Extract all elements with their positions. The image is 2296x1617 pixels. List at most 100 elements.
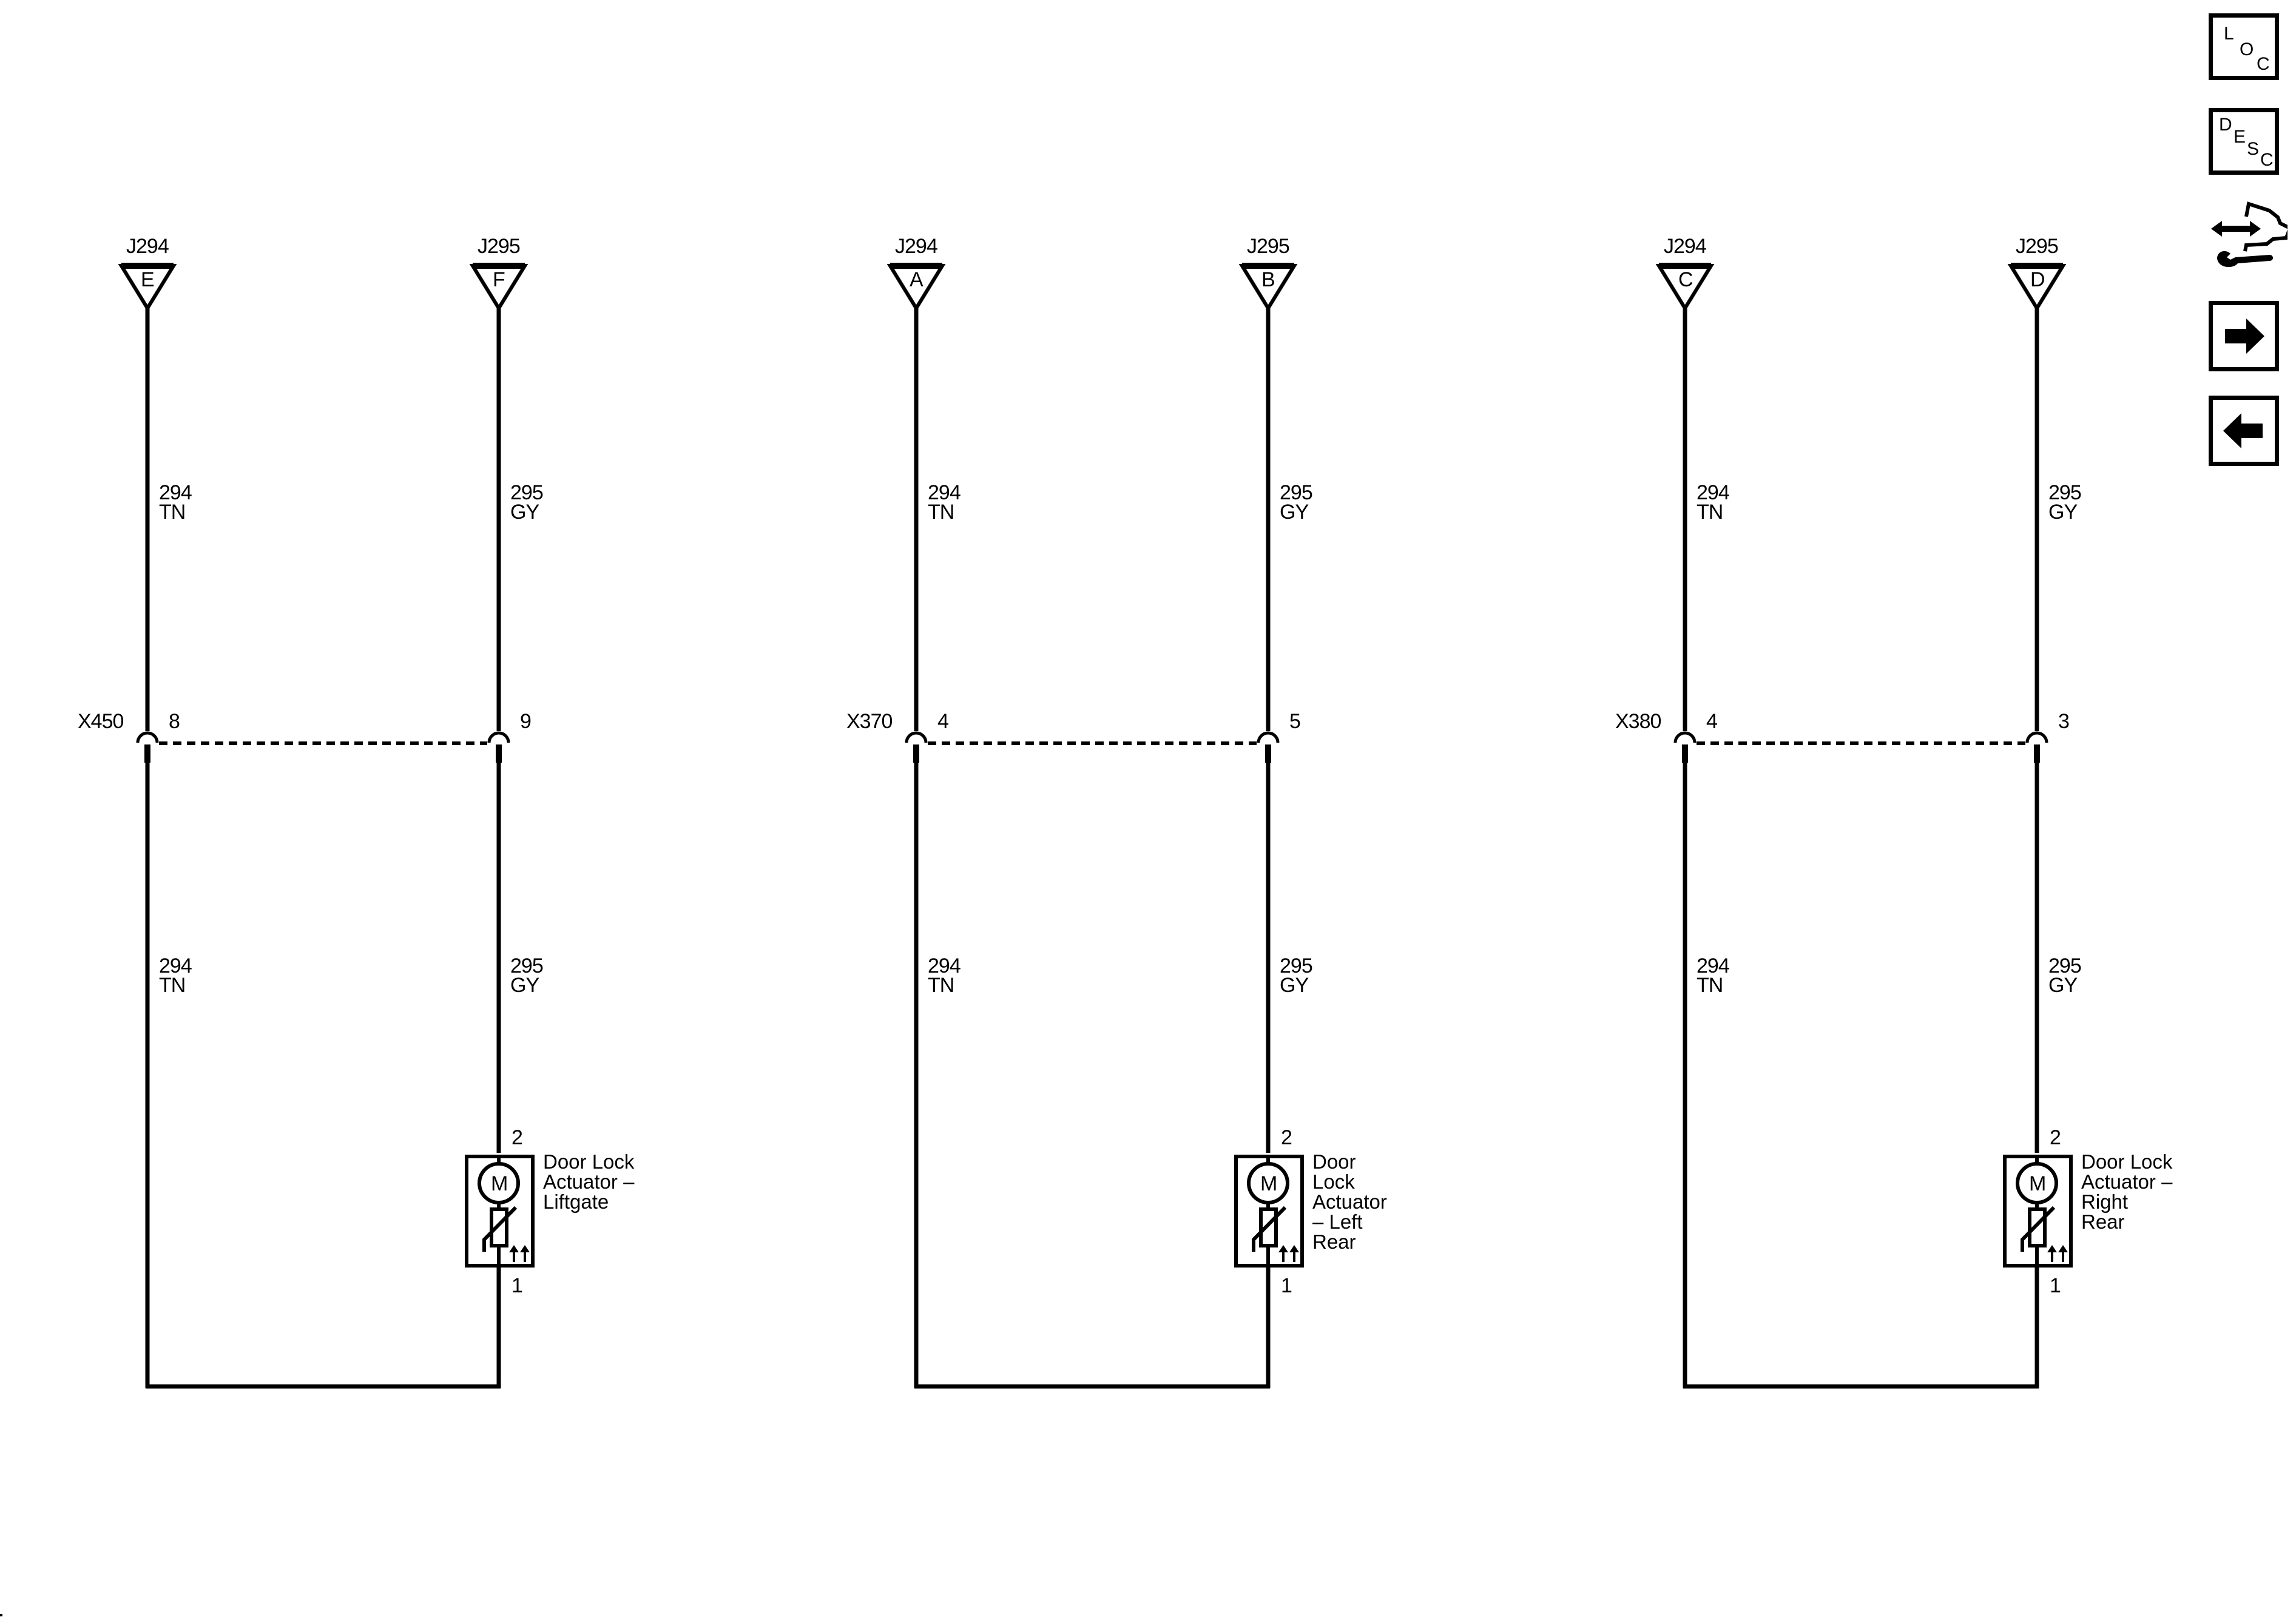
component-name: Actuator – bbox=[2081, 1170, 2173, 1193]
splice-terminal-icon[interactable]: A bbox=[886, 263, 946, 312]
loc-button[interactable]: L O C bbox=[2209, 13, 2279, 80]
splice-terminal-icon[interactable]: C bbox=[1655, 263, 1715, 312]
wire-color: GY bbox=[1280, 501, 1308, 524]
wire-circuit-number: 294 bbox=[159, 954, 192, 977]
splice-label: J294 bbox=[895, 235, 937, 258]
svg-text:M: M bbox=[1260, 1172, 1277, 1195]
splice-terminal-icon[interactable]: E bbox=[118, 263, 177, 312]
wire-circuit-number: 294 bbox=[928, 954, 961, 977]
splice-label: J295 bbox=[2016, 235, 2058, 258]
wire-circuit-number: 294 bbox=[928, 481, 961, 504]
component-name: Lock bbox=[1312, 1170, 1355, 1193]
svg-text:C: C bbox=[1678, 268, 1693, 291]
component-name: – Left bbox=[1312, 1210, 1363, 1233]
component-name: Door Lock bbox=[543, 1150, 635, 1173]
svg-text:M: M bbox=[2029, 1172, 2046, 1195]
wire-circuit-number: 295 bbox=[2048, 481, 2081, 504]
inline-connector-label: X370 bbox=[846, 710, 892, 733]
pin-number: 2 bbox=[512, 1126, 523, 1149]
circuit-left-rear: J294 J295 A B 294 TN 295 GY X370 4 5 bbox=[846, 235, 1387, 1389]
loc-letter: O bbox=[2240, 39, 2254, 59]
connector-end-view-button[interactable] bbox=[2209, 200, 2292, 285]
pin-number: 9 bbox=[520, 710, 532, 733]
pin-number: 4 bbox=[1706, 710, 1718, 733]
double-arrow-icon bbox=[509, 1245, 530, 1262]
splice-terminal-icon[interactable]: B bbox=[1238, 263, 1298, 312]
desc-button[interactable]: D E S C bbox=[2209, 108, 2279, 175]
splice-label: J295 bbox=[1247, 235, 1289, 258]
splice-label: J294 bbox=[126, 235, 169, 258]
circuit-right-rear: J294 J295 C D 294 TN 295 GY X380 4 3 bbox=[1615, 235, 2173, 1389]
wire-color: TN bbox=[928, 501, 954, 524]
next-page-button[interactable] bbox=[2209, 301, 2279, 371]
svg-text:M: M bbox=[491, 1172, 508, 1195]
arrow-right-icon bbox=[2225, 319, 2264, 354]
desc-letter: E bbox=[2234, 127, 2246, 147]
previous-page-button[interactable] bbox=[2209, 396, 2279, 466]
svg-text:E: E bbox=[141, 268, 155, 291]
pin-number: 5 bbox=[1289, 710, 1301, 733]
desc-letter: D bbox=[2219, 115, 2232, 135]
splice-label: J295 bbox=[478, 235, 520, 258]
pin-number: 1 bbox=[1281, 1274, 1292, 1297]
component-name: Door Lock bbox=[2081, 1150, 2173, 1173]
wire-color: GY bbox=[1280, 974, 1308, 997]
pin-number: 2 bbox=[2050, 1126, 2061, 1149]
door-lock-actuator-icon[interactable]: M bbox=[1234, 1155, 1304, 1268]
component-name: Door bbox=[1312, 1150, 1356, 1173]
wire-color: GY bbox=[510, 974, 539, 997]
connector-repair-icon bbox=[2211, 201, 2292, 268]
double-arrow-icon bbox=[1278, 1245, 1299, 1262]
wire-circuit-number: 295 bbox=[510, 481, 543, 504]
wire-color: TN bbox=[159, 501, 185, 524]
wire-circuit-number: 294 bbox=[1697, 481, 1729, 504]
component-name: Liftgate bbox=[543, 1190, 609, 1213]
inline-connector-icon[interactable] bbox=[1673, 731, 2048, 763]
component-name: Rear bbox=[1312, 1230, 1356, 1253]
pin-number: 1 bbox=[512, 1274, 523, 1297]
svg-text:A: A bbox=[910, 268, 923, 291]
wire-color: GY bbox=[2048, 974, 2077, 997]
pin-number: 8 bbox=[169, 710, 180, 733]
inline-connector-icon[interactable] bbox=[136, 731, 510, 763]
component-name: Actuator bbox=[1312, 1190, 1387, 1213]
door-lock-actuator-icon[interactable]: M bbox=[2003, 1155, 2073, 1268]
wire-color: TN bbox=[928, 974, 954, 997]
pin-number: 1 bbox=[2050, 1274, 2061, 1297]
wire-color: TN bbox=[159, 974, 185, 997]
wire-color: GY bbox=[510, 501, 539, 524]
wire-circuit-number: 295 bbox=[2048, 954, 2081, 977]
svg-text:D: D bbox=[2030, 268, 2045, 291]
pin-number: 3 bbox=[2058, 710, 2070, 733]
circuit-liftgate: J294 J295 E F 294 TN 295 GY X450 8 9 bbox=[78, 235, 635, 1389]
splice-terminal-icon[interactable]: F bbox=[469, 263, 528, 312]
inline-connector-label: X380 bbox=[1615, 710, 1661, 733]
wire-circuit-number: 294 bbox=[159, 481, 192, 504]
desc-letter: C bbox=[2260, 150, 2274, 170]
door-lock-actuator-icon[interactable]: M bbox=[465, 1155, 535, 1268]
pin-number: 2 bbox=[1281, 1126, 1292, 1149]
component-name: Actuator – bbox=[543, 1170, 635, 1193]
wire-circuit-number: 295 bbox=[510, 954, 543, 977]
splice-label: J294 bbox=[1664, 235, 1706, 258]
wire-color: GY bbox=[2048, 501, 2077, 524]
svg-text:F: F bbox=[493, 268, 505, 291]
loc-letter: C bbox=[2257, 54, 2270, 74]
inline-connector-label: X450 bbox=[78, 710, 123, 733]
wire-color: TN bbox=[1697, 501, 1723, 524]
component-name: Rear bbox=[2081, 1210, 2125, 1233]
arrow-left-icon bbox=[2223, 413, 2263, 448]
double-arrow-icon bbox=[2047, 1245, 2068, 1262]
wire-circuit-number: 295 bbox=[1280, 954, 1312, 977]
loc-letter: L bbox=[2224, 24, 2234, 44]
corner-mark bbox=[0, 1614, 2, 1616]
wire-color: TN bbox=[1697, 974, 1723, 997]
svg-text:B: B bbox=[1261, 268, 1275, 291]
inline-connector-icon[interactable] bbox=[905, 731, 1280, 763]
component-name: Right bbox=[2081, 1190, 2128, 1213]
splice-terminal-icon[interactable]: D bbox=[2007, 263, 2067, 312]
pin-number: 4 bbox=[937, 710, 949, 733]
wire-circuit-number: 295 bbox=[1280, 481, 1312, 504]
wire-circuit-number: 294 bbox=[1697, 954, 1729, 977]
